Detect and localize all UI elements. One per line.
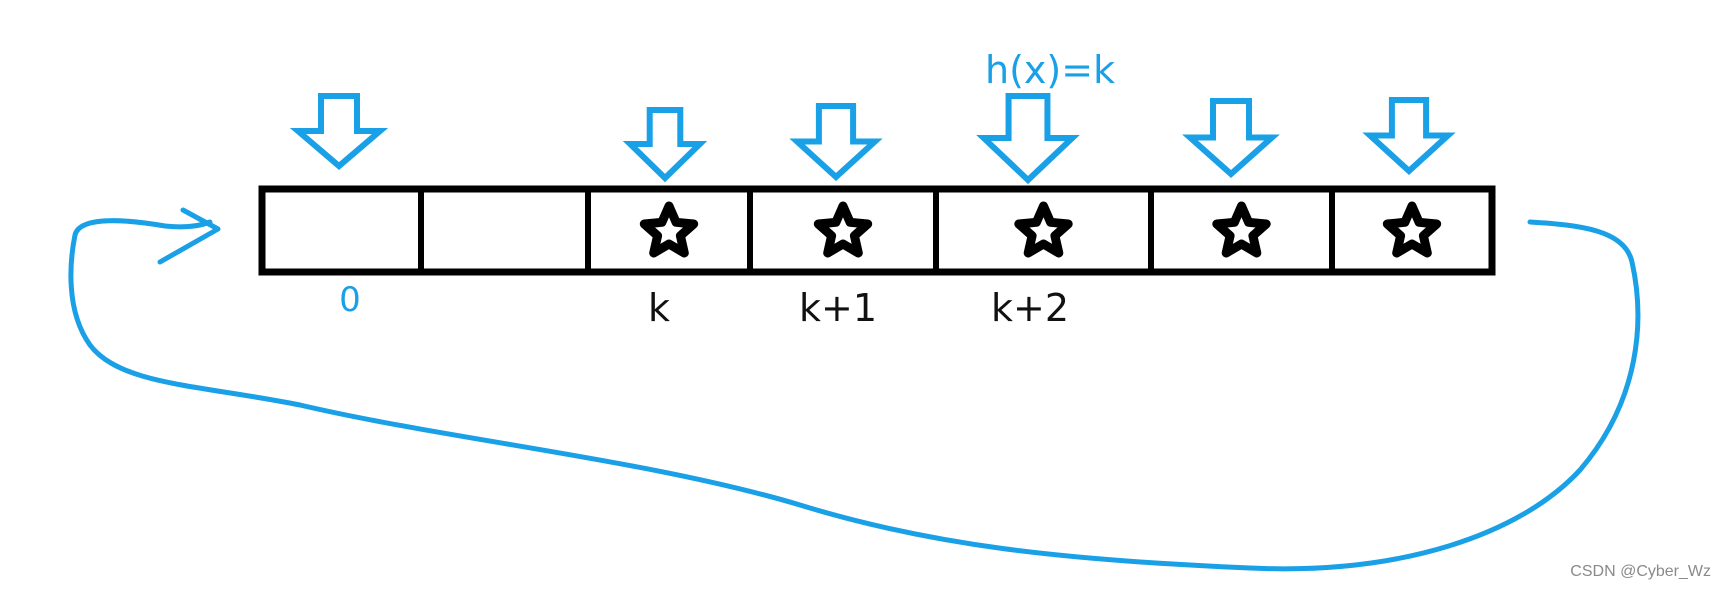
cell-separators (418, 189, 1335, 272)
occupied-markers (639, 201, 1442, 258)
watermark: CSDN @Cyber_Wz (1570, 563, 1711, 580)
star-icon (1014, 201, 1073, 258)
down-arrow-icon (1182, 98, 1280, 179)
index-label-0: 0 (339, 280, 361, 320)
star-icon (639, 201, 699, 258)
down-arrow-icon (789, 103, 883, 182)
index-label-k: k (647, 286, 671, 330)
star-icon (1382, 201, 1442, 258)
down-arrow-icon (1362, 97, 1456, 176)
probe-arrows (289, 93, 1456, 185)
down-arrow-icon (622, 107, 708, 183)
array-outline (258, 185, 1496, 276)
down-arrow-icon (976, 93, 1080, 185)
index-label-k-plus-1: k+1 (798, 286, 878, 330)
star-icon (1212, 201, 1271, 258)
index-label-k-plus-2: k+2 (990, 286, 1070, 330)
star-icon (813, 201, 873, 258)
down-arrow-icon (289, 93, 389, 170)
hash-function-label: h(x)=k (985, 48, 1116, 92)
wraparound-curve (68, 218, 1641, 572)
wraparound-arrowhead (157, 207, 221, 265)
